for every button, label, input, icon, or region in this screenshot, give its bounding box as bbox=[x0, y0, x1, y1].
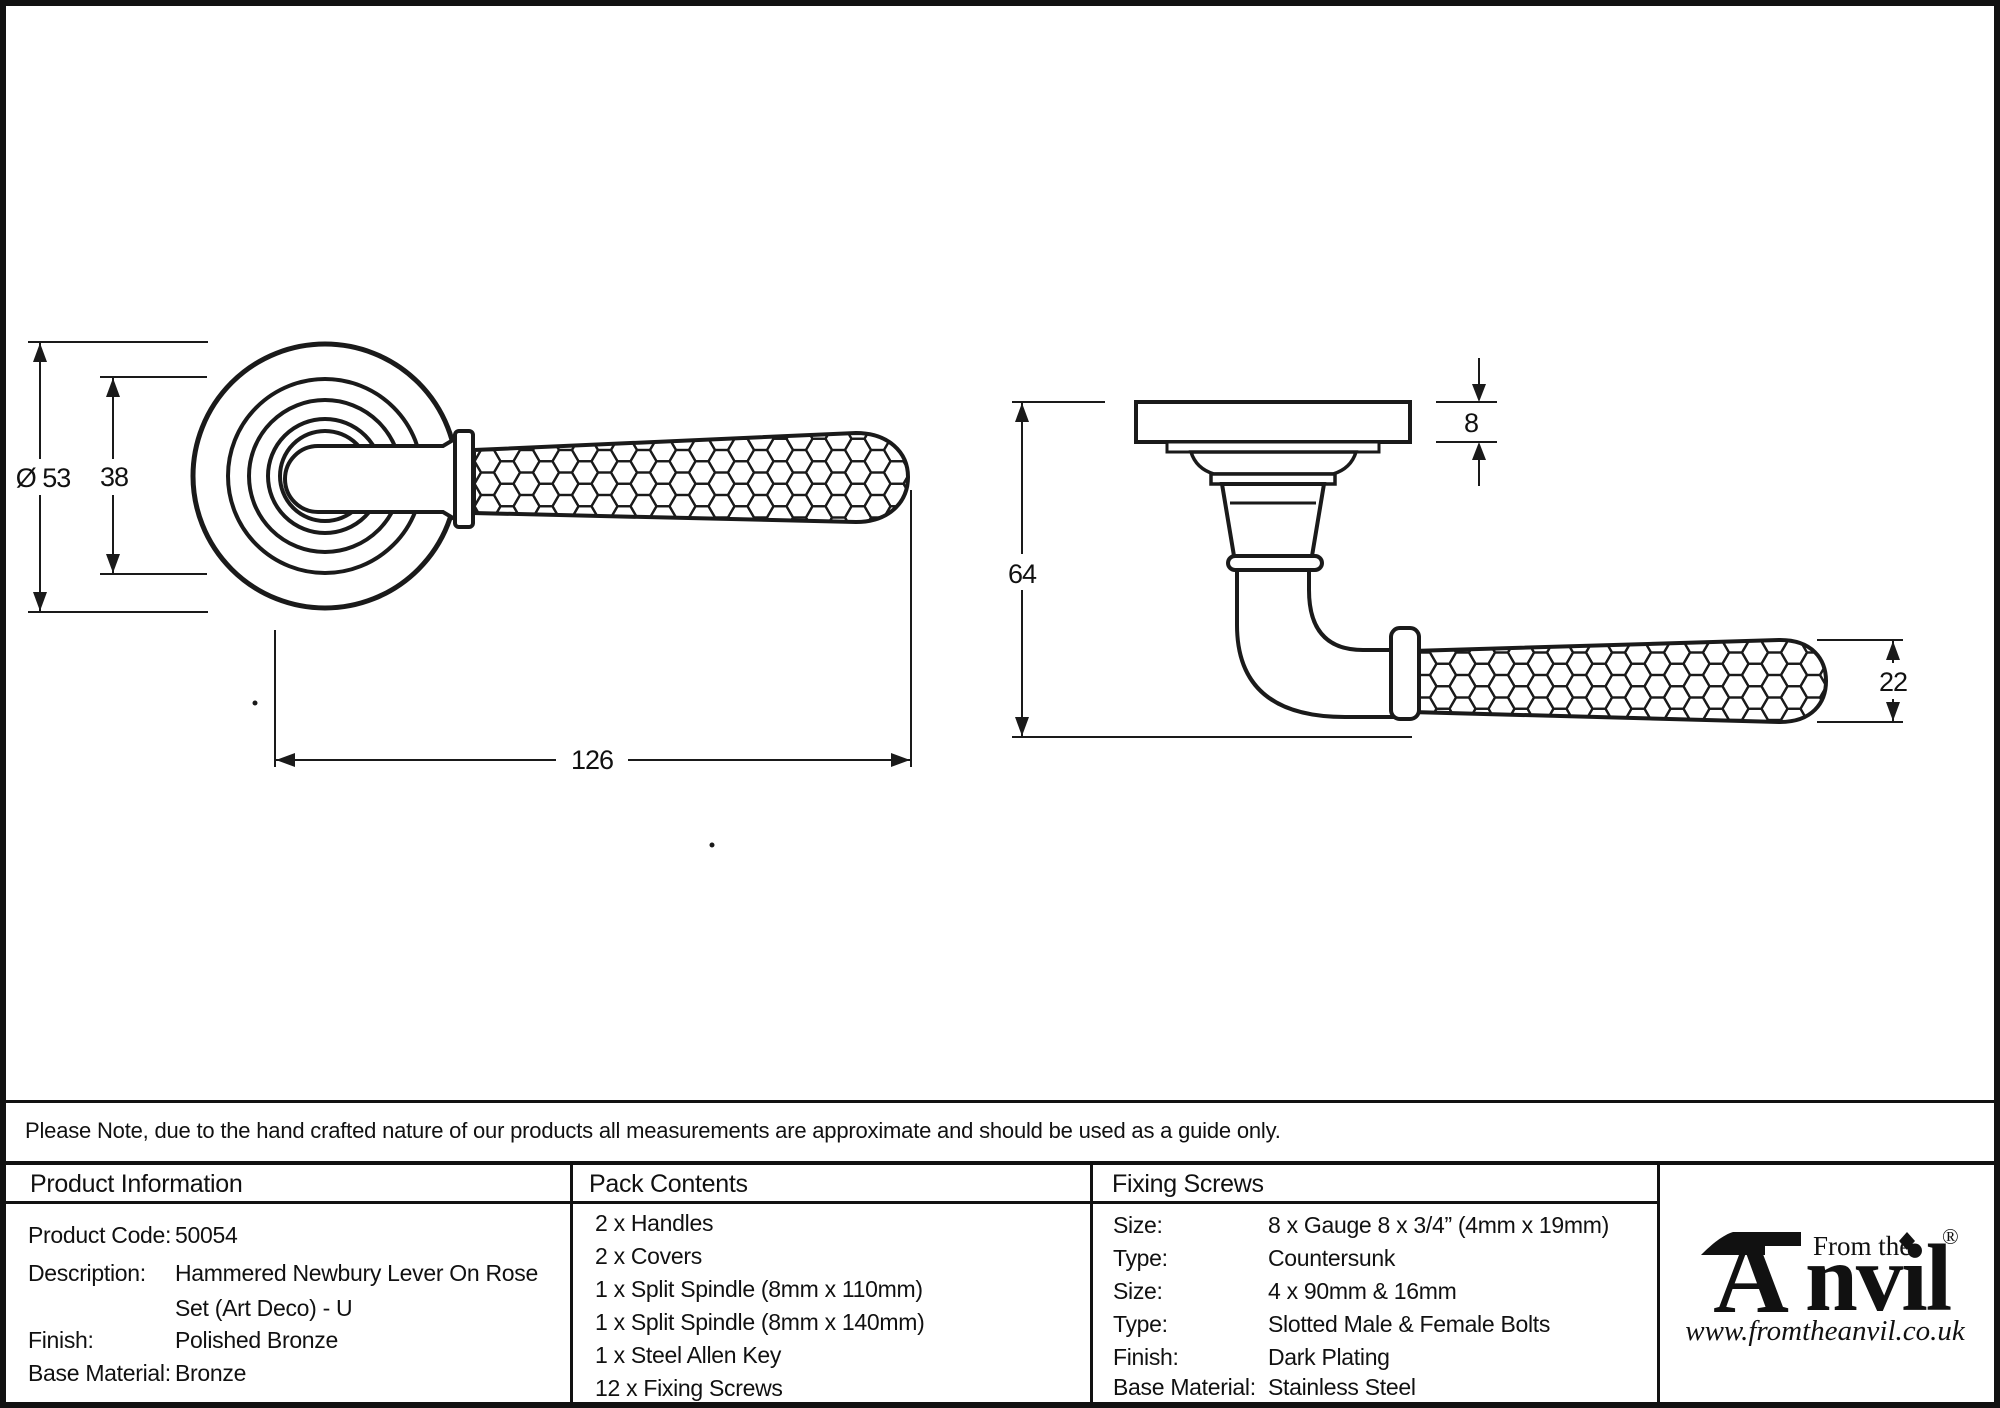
front-lever-neck bbox=[283, 433, 460, 525]
product-code-label: Product Code: bbox=[28, 1222, 172, 1248]
pack-item: 1 x Split Spindle (8mm x 140mm) bbox=[595, 1309, 925, 1335]
bolt-type-label: Type: bbox=[1113, 1311, 1168, 1337]
pack-contents-header: Pack Contents bbox=[589, 1170, 748, 1198]
table-divider-1 bbox=[570, 1161, 573, 1402]
description-value-line2: Set (Art Deco) - U bbox=[175, 1295, 353, 1321]
description-value-line1: Hammered Newbury Lever On Rose bbox=[175, 1260, 538, 1286]
screw-type-label: Type: bbox=[1113, 1245, 1168, 1271]
finish-label: Finish: bbox=[28, 1327, 94, 1353]
dim-lever-thickness: 22 bbox=[1879, 667, 1907, 697]
pack-item: 1 x Steel Allen Key bbox=[595, 1342, 782, 1368]
base-material-label: Base Material: bbox=[28, 1360, 171, 1386]
side-neck-band bbox=[1226, 554, 1324, 572]
screw-type-value: Countersunk bbox=[1268, 1245, 1396, 1271]
table-divider-3 bbox=[1657, 1161, 1660, 1402]
bolt-size-value: 4 x 90mm & 16mm bbox=[1268, 1278, 1457, 1304]
side-view-dimension-arrows bbox=[1015, 384, 1900, 736]
side-lever-collar bbox=[1389, 626, 1421, 721]
product-information-header: Product Information bbox=[30, 1170, 243, 1198]
front-lever-hammered-grip bbox=[472, 430, 911, 525]
table-header-underline bbox=[6, 1201, 1657, 1204]
note-row-top-border bbox=[6, 1100, 1994, 1103]
finish-value: Polished Bronze bbox=[175, 1327, 338, 1353]
screw-material-label: Base Material: bbox=[1113, 1374, 1256, 1400]
front-lever-collar bbox=[453, 429, 475, 529]
side-view-lever bbox=[1389, 626, 1829, 725]
side-view-part bbox=[1134, 400, 1412, 719]
anvil-icon bbox=[1701, 1232, 1801, 1255]
pack-item: 2 x Covers bbox=[595, 1243, 702, 1269]
logo-website: www.fromtheanvil.co.uk bbox=[1685, 1315, 1966, 1347]
side-neck bbox=[1219, 482, 1327, 558]
dim-rose-inner-diameter: 38 bbox=[100, 462, 128, 492]
dim-rose-diameter: Ø 53 bbox=[16, 463, 71, 493]
registered-mark: ® bbox=[1942, 1224, 1959, 1249]
pack-item: 2 x Handles bbox=[595, 1210, 714, 1236]
screw-material-value: Stainless Steel bbox=[1268, 1374, 1416, 1400]
front-view-dimension-arrows bbox=[33, 343, 910, 767]
logo-prefix: From the bbox=[1813, 1231, 1911, 1261]
description-label: Description: bbox=[28, 1260, 146, 1286]
screw-size-label: Size: bbox=[1113, 1212, 1163, 1238]
side-elbow bbox=[1235, 568, 1400, 719]
screw-finish-value: Dark Plating bbox=[1268, 1344, 1390, 1370]
dim-rose-thickness: 8 bbox=[1464, 408, 1478, 438]
product-code-value: 50054 bbox=[175, 1222, 238, 1248]
from-the-anvil-logo: A From the nvil ® www.fromtheanvil.co.uk bbox=[1685, 1218, 1966, 1347]
print-artifacts bbox=[252, 700, 715, 848]
fixing-screws-header: Fixing Screws bbox=[1112, 1170, 1264, 1198]
front-view-dimensions bbox=[28, 341, 912, 767]
side-rose-tier bbox=[1188, 450, 1359, 476]
bolt-type-value: Slotted Male & Female Bolts bbox=[1268, 1311, 1551, 1337]
screw-size-value: 8 x Gauge 8 x 3/4” (4mm x 19mm) bbox=[1268, 1212, 1609, 1238]
dim-projection: 64 bbox=[1008, 559, 1037, 589]
measurement-note: Please Note, due to the hand crafted nat… bbox=[25, 1118, 1281, 1143]
diamond-dot-icon bbox=[1899, 1232, 1915, 1250]
screw-finish-label: Finish: bbox=[1113, 1344, 1179, 1370]
side-rose-plate bbox=[1134, 400, 1412, 444]
pack-item: 12 x Fixing Screws bbox=[595, 1375, 783, 1401]
table-top-border bbox=[6, 1161, 1994, 1165]
logo-brand-rest: nvil bbox=[1805, 1225, 1951, 1331]
technical-drawing: Ø 53 38 126 bbox=[15, 341, 1909, 848]
side-lever-hammered-grip bbox=[1410, 637, 1829, 725]
dim-handle-length: 126 bbox=[571, 745, 613, 775]
table-divider-2 bbox=[1090, 1161, 1093, 1402]
base-material-value: Bronze bbox=[175, 1360, 247, 1386]
pack-item: 1 x Split Spindle (8mm x 110mm) bbox=[595, 1276, 923, 1302]
bolt-size-label: Size: bbox=[1113, 1278, 1163, 1304]
front-view-lever bbox=[283, 429, 911, 529]
